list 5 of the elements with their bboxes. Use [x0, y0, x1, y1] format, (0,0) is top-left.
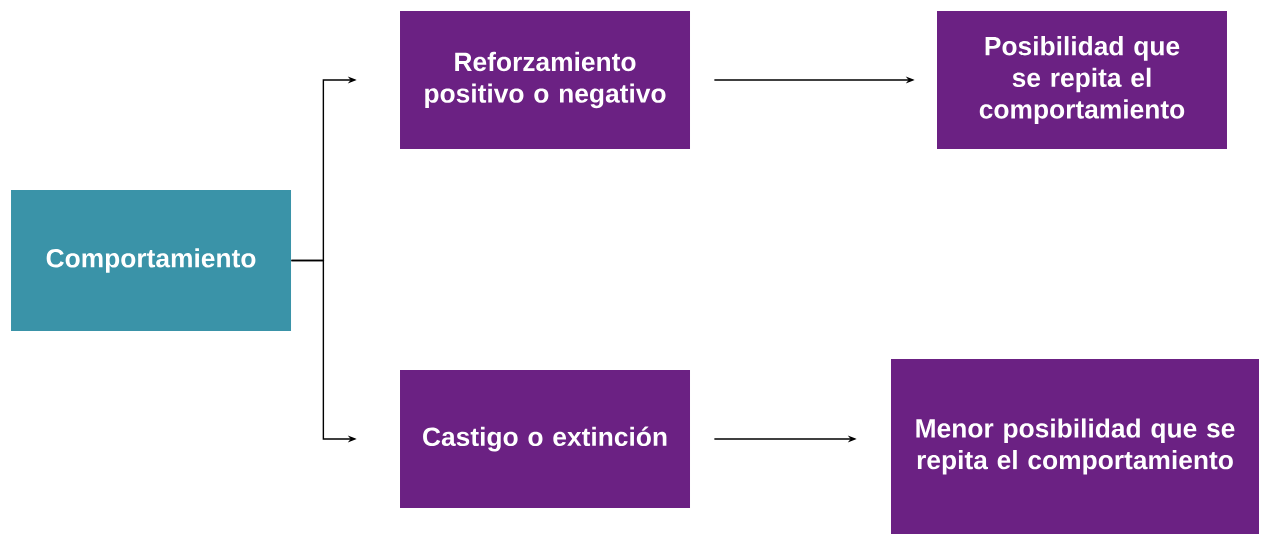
process-box: Castigo o extinción	[400, 370, 690, 508]
behavior-box: Comportamiento	[11, 190, 291, 331]
outcome-box: Posibilidad que se repita el comportamiento	[937, 11, 1227, 149]
process-box: Reforzamiento positivo o negativo	[400, 11, 690, 149]
outcome-box: Menor posibilidad que se repita el comportamiento	[891, 359, 1259, 534]
